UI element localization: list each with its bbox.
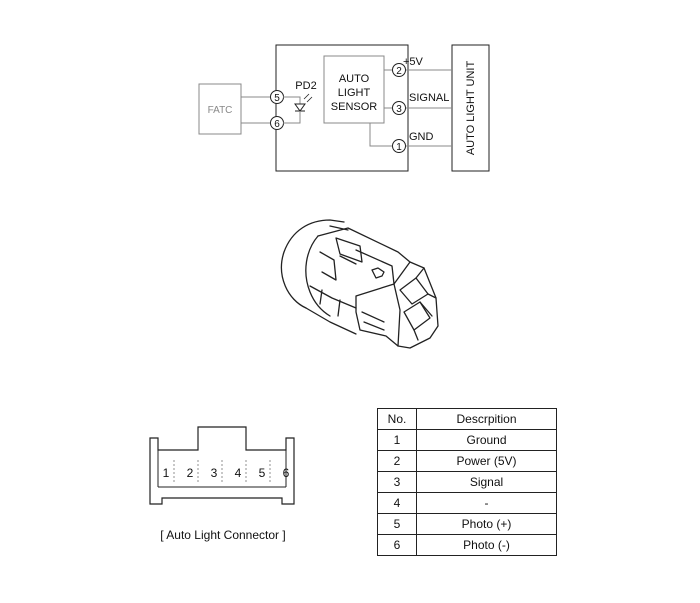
connector-pin-cells: 1 2 3 4 5 6 <box>163 460 290 484</box>
connector-pin-4: 4 <box>235 466 242 480</box>
pin-5-label: 5 <box>274 93 280 104</box>
table-header-row: No. Descrpition <box>377 408 557 430</box>
fatc-box <box>198 83 242 135</box>
connector-pin-2: 2 <box>187 466 194 480</box>
sensor-dome-outline <box>280 219 345 309</box>
cell-description: Photo (+) <box>416 513 557 535</box>
auto-light-unit-box <box>451 44 490 172</box>
wire-pd2-pin6 <box>283 116 301 124</box>
cell-no: 4 <box>377 492 417 514</box>
cell-no: 1 <box>377 429 417 451</box>
gnd-label: GND <box>409 131 434 143</box>
pin-1-marker <box>392 139 406 153</box>
header-description: Descrpition <box>416 408 557 430</box>
connector-pin-3: 3 <box>211 466 218 480</box>
cell-no: 5 <box>377 513 417 535</box>
table-row: 4- <box>377 492 557 514</box>
pin-6-label: 6 <box>274 119 280 130</box>
connector-caption: [ Auto Light Connector ] <box>160 528 286 542</box>
cell-description: Photo (-) <box>416 534 557 556</box>
cell-no: 3 <box>377 471 417 493</box>
fatc-label: FATC <box>208 105 233 116</box>
auto-light-unit-label: AUTO LIGHT UNIT <box>465 61 477 156</box>
pd2-label: PD2 <box>295 80 316 92</box>
auto-light-sensor-box <box>323 55 385 124</box>
cell-description: - <box>416 492 557 514</box>
pin-1-label: 1 <box>396 142 402 153</box>
pd2-photodiode-icon <box>294 93 313 116</box>
sensor-label-line2: LIGHT <box>338 87 371 99</box>
cell-description: Ground <box>416 429 557 451</box>
sensor-illustration <box>280 219 439 349</box>
pin-2-marker <box>392 63 406 77</box>
plus5v-label: +5V <box>403 56 424 68</box>
pin-3-marker <box>392 101 406 115</box>
cell-description: Signal <box>416 471 557 493</box>
schematic: FATC AUTO LIGHT SENSOR AUTO LIGHT UNIT 5… <box>198 44 490 172</box>
sensor-label-line3: SENSOR <box>331 101 378 113</box>
wire-pin5-pd2 <box>283 96 301 104</box>
signal-label: SIGNAL <box>409 92 449 104</box>
wire-sensor-pin1 <box>369 123 392 147</box>
cell-description: Power (5V) <box>416 450 557 472</box>
connector-pin-6: 6 <box>283 466 290 480</box>
sensor-label-line1: AUTO <box>339 73 370 85</box>
connector-pin-5: 5 <box>259 466 266 480</box>
pin-3-label: 3 <box>396 104 402 115</box>
header-no: No. <box>377 408 417 430</box>
cell-no: 2 <box>377 450 417 472</box>
cell-no: 6 <box>377 534 417 556</box>
pin-2-label: 2 <box>396 66 402 77</box>
connector-pin-1: 1 <box>163 466 170 480</box>
